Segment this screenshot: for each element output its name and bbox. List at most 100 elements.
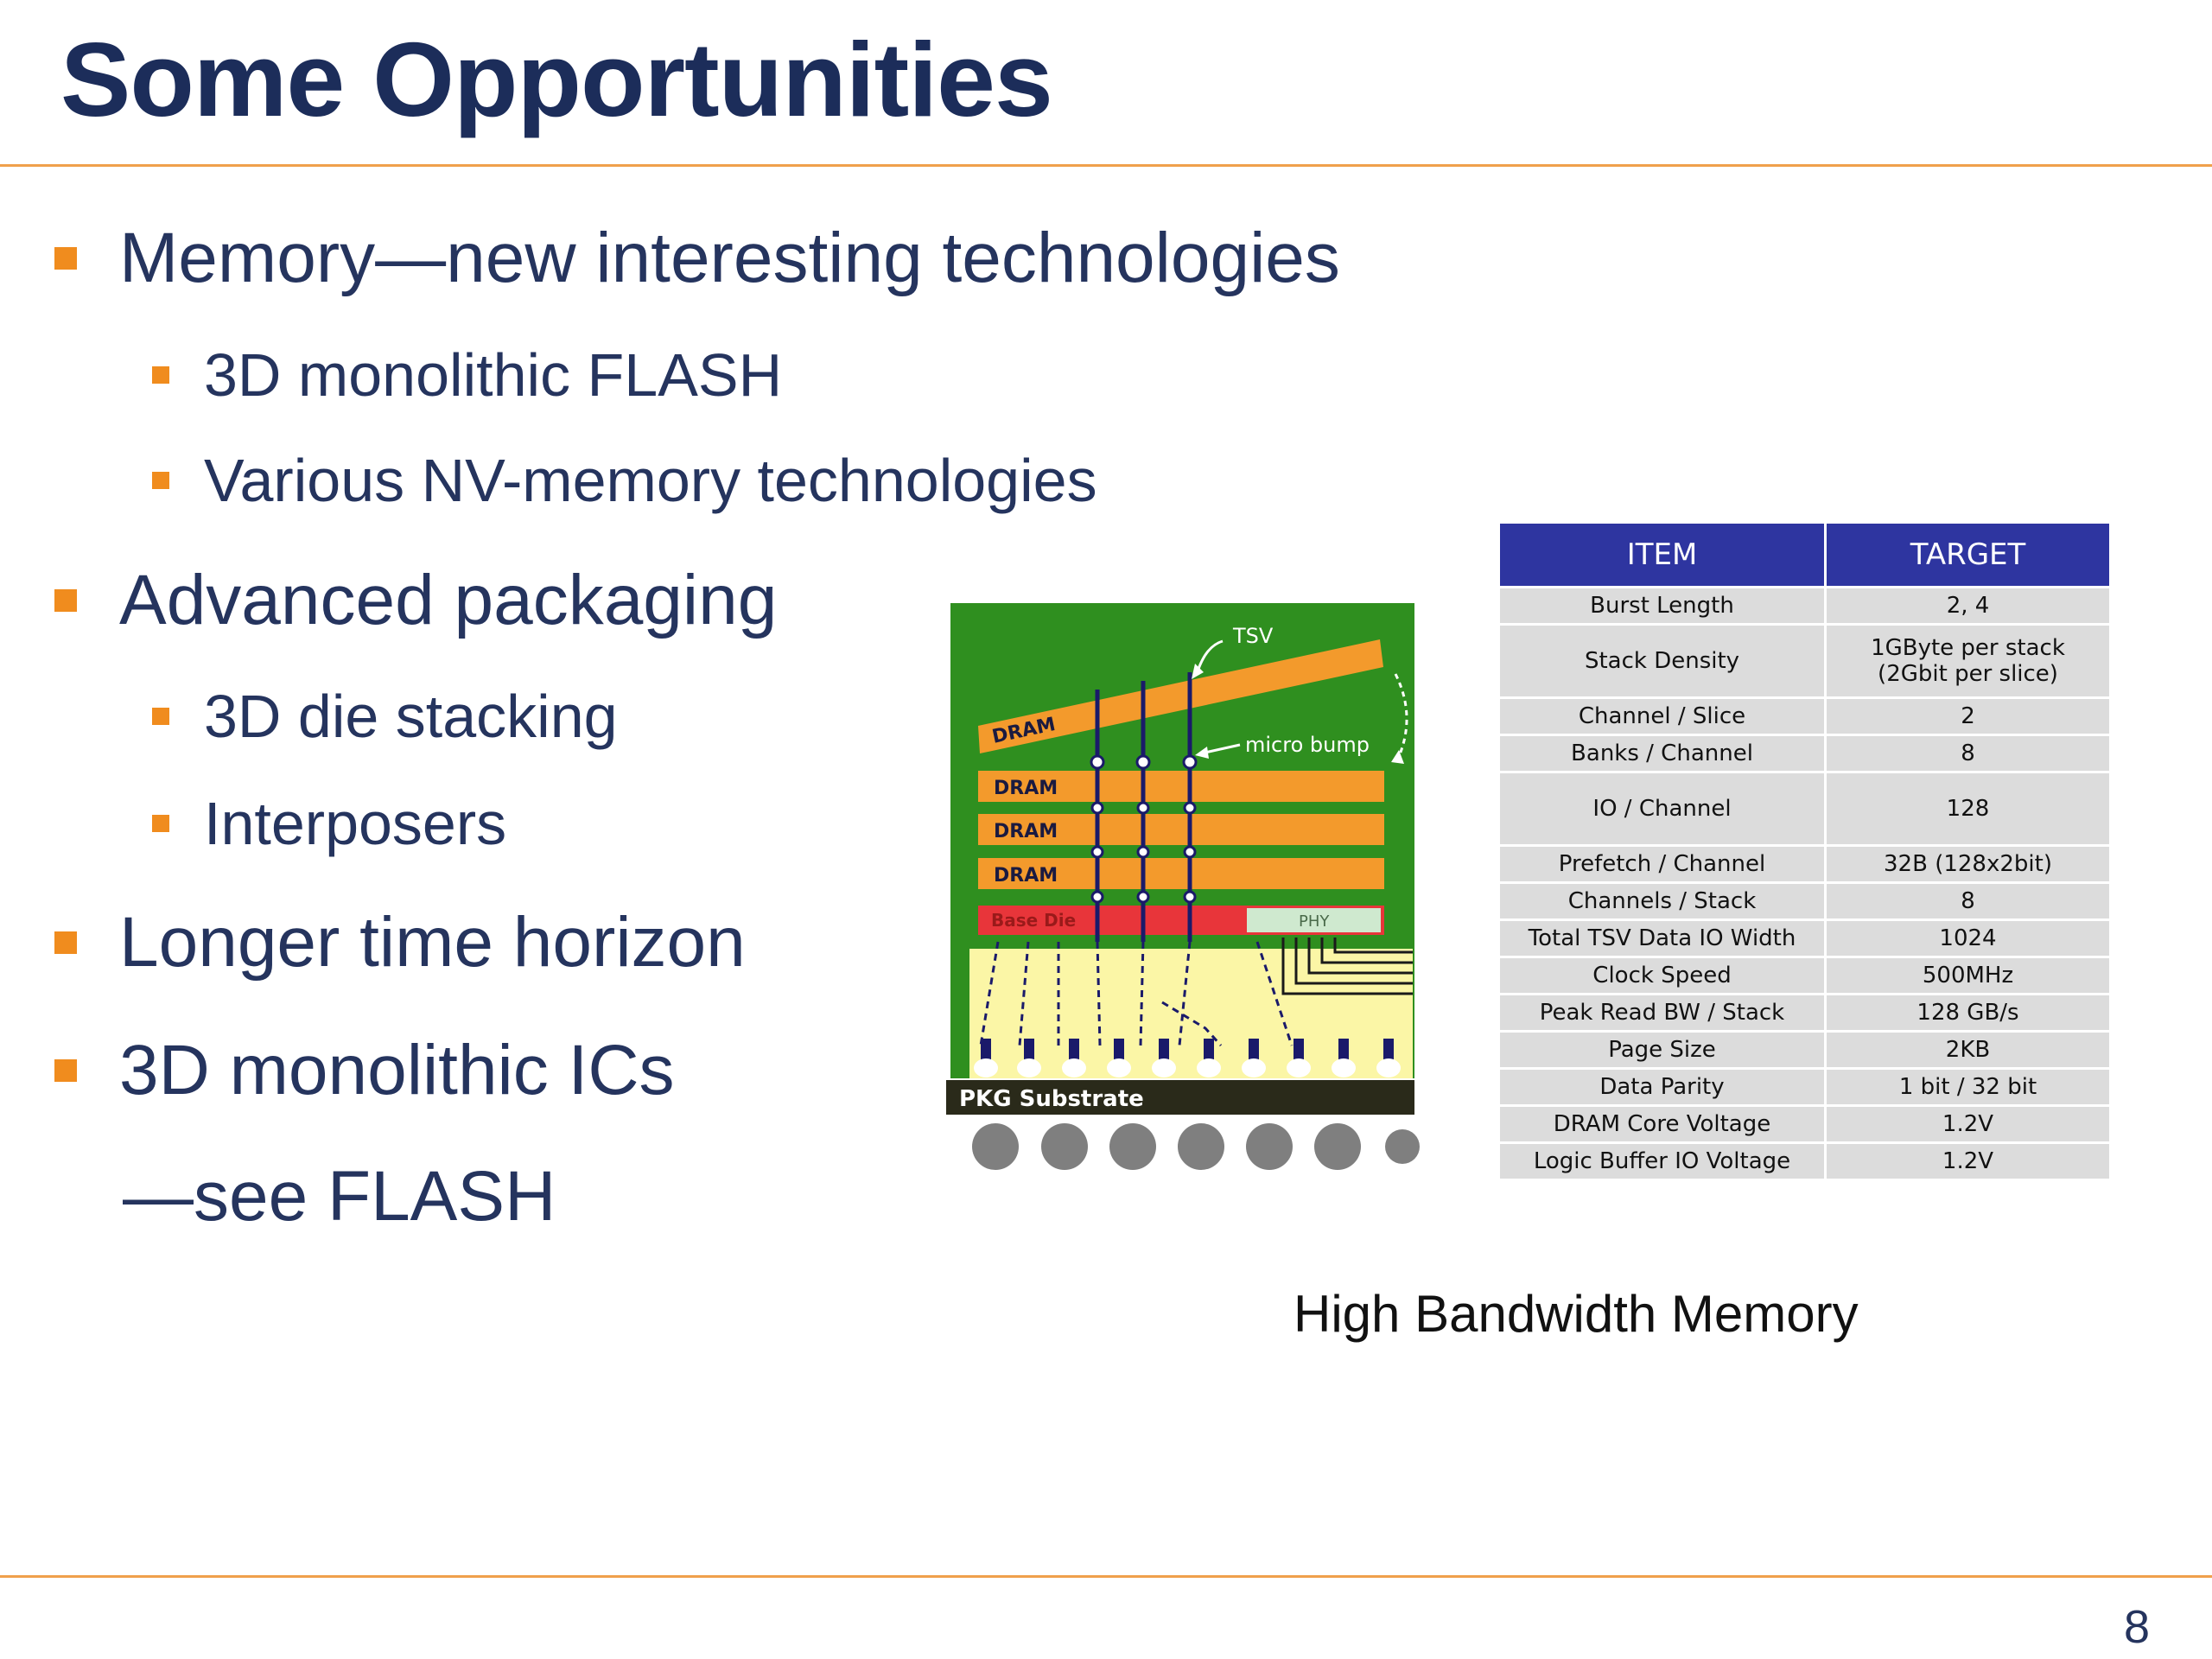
arrow-head-icon xyxy=(1391,750,1404,764)
phy-label: PHY xyxy=(1299,912,1330,931)
table-row: Stack Density 1GByte per stack (2Gbit pe… xyxy=(1497,623,2112,699)
bullet-text: 3D monolithic ICs xyxy=(119,1031,675,1109)
table-cell-target: 2, 4 xyxy=(1824,586,2112,626)
table-cell-target-line: 1GByte per stack xyxy=(1871,635,2065,661)
bullet-text: 3D die stacking xyxy=(204,683,618,750)
package-bumps xyxy=(974,1039,1401,1077)
bullet-marker xyxy=(54,1059,77,1082)
arrow-head-icon xyxy=(1192,664,1204,679)
bullet-flash: 3D monolithic FLASH xyxy=(152,340,783,410)
bullet-marker xyxy=(152,815,169,832)
dram-label: DRAM xyxy=(994,865,1058,887)
bullet-marker xyxy=(152,472,169,489)
table-cell-target: 2KB xyxy=(1824,1030,2112,1070)
tsv-label: TSV xyxy=(1232,624,1274,648)
table-cell-item: Stack Density xyxy=(1497,623,1827,699)
table-cell-target: 32B (128x2bit) xyxy=(1824,844,2112,884)
dram-die-lifted xyxy=(978,639,1383,753)
footer-divider xyxy=(0,1575,2212,1578)
bullet-marker xyxy=(152,366,169,384)
bullet-see-flash: —see FLASH xyxy=(123,1157,556,1236)
interposer-wiring xyxy=(979,941,1294,1047)
bullet-marker xyxy=(152,708,169,725)
table-cell-item: Logic Buffer IO Voltage xyxy=(1497,1141,1827,1181)
figure-caption: High Bandwidth Memory xyxy=(1294,1285,1859,1343)
base-die-label: Base Die xyxy=(991,910,1076,931)
table-cell-target: 1 bit / 32 bit xyxy=(1824,1067,2112,1107)
bullet-text: Various NV-memory technologies xyxy=(204,447,1097,514)
column-header-target: TARGET xyxy=(1824,521,2112,588)
bullet-time-horizon: Longer time horizon xyxy=(54,902,746,983)
table-header-row: ITEM TARGET xyxy=(1497,521,2112,588)
micro-bumps xyxy=(1090,754,1198,904)
table-cell-item: Data Parity xyxy=(1497,1067,1827,1107)
phy-block xyxy=(1247,908,1381,932)
table-cell-target: 128 xyxy=(1824,771,2112,847)
table-cell-target: 8 xyxy=(1824,881,2112,921)
dram-layer-3: DRAM xyxy=(978,858,1384,889)
slide-title: Some Opportunities xyxy=(60,21,1053,138)
bullet-monolithic-ics: 3D monolithic ICs xyxy=(54,1030,675,1111)
table-cell-target: 2 xyxy=(1824,696,2112,736)
table-cell-item: Banks / Channel xyxy=(1497,734,1827,773)
base-die-layer: Base Die PHY xyxy=(978,906,1384,935)
phy-routing xyxy=(1281,938,1413,995)
hbm-stack-diagram: DRAM DRAM DRAM DRAM Base Die PHY xyxy=(946,603,1420,1184)
table-cell-target-line: (2Gbit per slice) xyxy=(1878,661,2058,687)
dram-layer-1: DRAM xyxy=(978,771,1384,802)
table-cell-item: Peak Read BW / Stack xyxy=(1497,993,1827,1033)
bullet-marker xyxy=(54,589,77,612)
tsv-callout: TSV xyxy=(1192,624,1274,679)
table-cell-target: 500MHz xyxy=(1824,956,2112,995)
bullet-marker xyxy=(54,931,77,954)
stack-arrow xyxy=(1394,673,1408,761)
bullet-marker xyxy=(54,247,77,270)
table-cell-item: DRAM Core Voltage xyxy=(1497,1104,1827,1144)
table-cell-target: 1024 xyxy=(1824,918,2112,958)
page-number: 8 xyxy=(2124,1601,2151,1653)
dram-layer-2: DRAM xyxy=(978,814,1384,845)
micro-bump-callout: micro bump xyxy=(1195,733,1370,759)
table-cell-target: 8 xyxy=(1824,734,2112,773)
table-cell-item: Total TSV Data IO Width xyxy=(1497,918,1827,958)
bullet-text: Advanced packaging xyxy=(119,561,778,639)
column-header-item: ITEM xyxy=(1497,521,1827,588)
dram-label: DRAM xyxy=(994,821,1058,842)
table-cell-item: IO / Channel xyxy=(1497,771,1827,847)
table-cell-item: Channel / Slice xyxy=(1497,696,1827,736)
bullet-packaging: Advanced packaging xyxy=(54,560,778,641)
bullet-text: 3D monolithic FLASH xyxy=(204,341,783,409)
arrow-head-icon xyxy=(1195,747,1209,759)
dram-label: DRAM xyxy=(994,778,1058,799)
bullet-text: Memory—new interesting technologies xyxy=(119,219,1340,297)
pkg-substrate-label: PKG Substrate xyxy=(959,1086,1144,1112)
table-cell-target: 128 GB/s xyxy=(1824,993,2112,1033)
bullet-die-stacking: 3D die stacking xyxy=(152,682,618,751)
bullet-interposers: Interposers xyxy=(152,789,506,858)
bullet-memory: Memory—new interesting technologies xyxy=(54,218,1340,299)
table-cell-item: Channels / Stack xyxy=(1497,881,1827,921)
table-cell-item: Burst Length xyxy=(1497,586,1827,626)
table-cell-item: Prefetch / Channel xyxy=(1497,844,1827,884)
solder-balls xyxy=(972,1123,1420,1170)
bullet-nv-memory: Various NV-memory technologies xyxy=(152,446,1097,515)
table-cell-target: 1.2V xyxy=(1824,1141,2112,1181)
table-cell-item: Page Size xyxy=(1497,1030,1827,1070)
pkg-substrate xyxy=(946,1080,1414,1115)
bullet-text: Longer time horizon xyxy=(119,903,746,982)
table-cell-target: 1.2V xyxy=(1824,1104,2112,1144)
